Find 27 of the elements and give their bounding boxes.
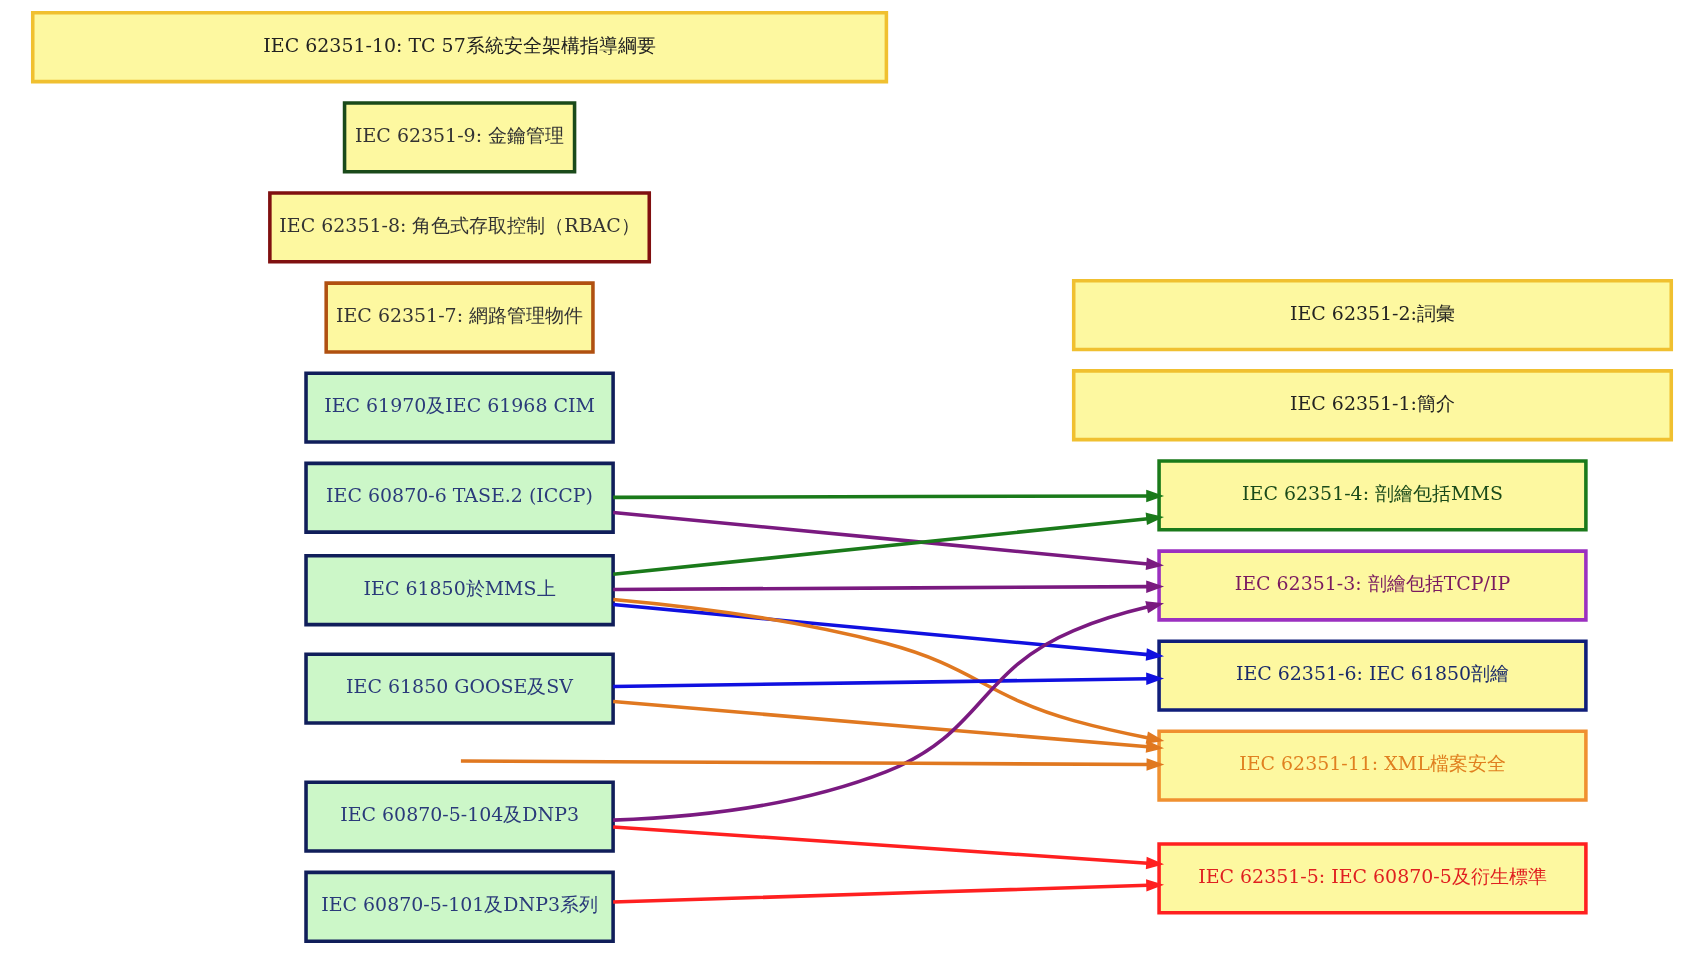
arrow	[612, 597, 1164, 744]
node-box: IEC 62351-5: IEC 60870-5及衍生標準	[1156, 842, 1588, 915]
node-box: IEC 62351-9: 金鑰管理	[342, 101, 576, 174]
arrow	[612, 825, 1164, 870]
node-box: IEC 62351-1:簡介	[1071, 369, 1673, 442]
arrow	[612, 699, 1164, 753]
node-box: IEC 62351-8: 角色式存取控制（RBAC）	[267, 191, 651, 264]
node-box: IEC 62351-2:詞彙	[1071, 279, 1673, 352]
node-box: IEC 62351-10: TC 57系統安全架構指導綱要	[30, 11, 888, 84]
arrow	[612, 672, 1164, 689]
node-box: IEC 62351-6: IEC 61850剖繪	[1156, 639, 1588, 712]
arrow	[612, 879, 1164, 904]
node-box: IEC 61850 GOOSE及SV	[303, 652, 615, 725]
node-box: IEC 62351-11: XML檔案安全	[1156, 729, 1588, 802]
node-box: IEC 60870-5-101及DNP3系列	[303, 870, 615, 943]
node-box: IEC 61970及IEC 61968 CIM	[303, 371, 615, 444]
node-box: IEC 62351-3: 剖繪包括TCP/IP	[1156, 549, 1588, 622]
arrow	[612, 602, 1164, 661]
arrow	[612, 489, 1164, 503]
node-box: IEC 61850於MMS上	[303, 554, 615, 627]
node-box: IEC 60870-5-104及DNP3	[303, 780, 615, 853]
arrow	[612, 580, 1164, 593]
arrow	[612, 601, 1164, 822]
node-box: IEC 62351-7: 網路管理物件	[323, 281, 595, 354]
node-box: IEC 60870-6 TASE.2 (ICCP)	[303, 461, 615, 534]
arrow	[460, 758, 1164, 771]
node-box: IEC 62351-4: 剖繪包括MMS	[1156, 459, 1588, 532]
